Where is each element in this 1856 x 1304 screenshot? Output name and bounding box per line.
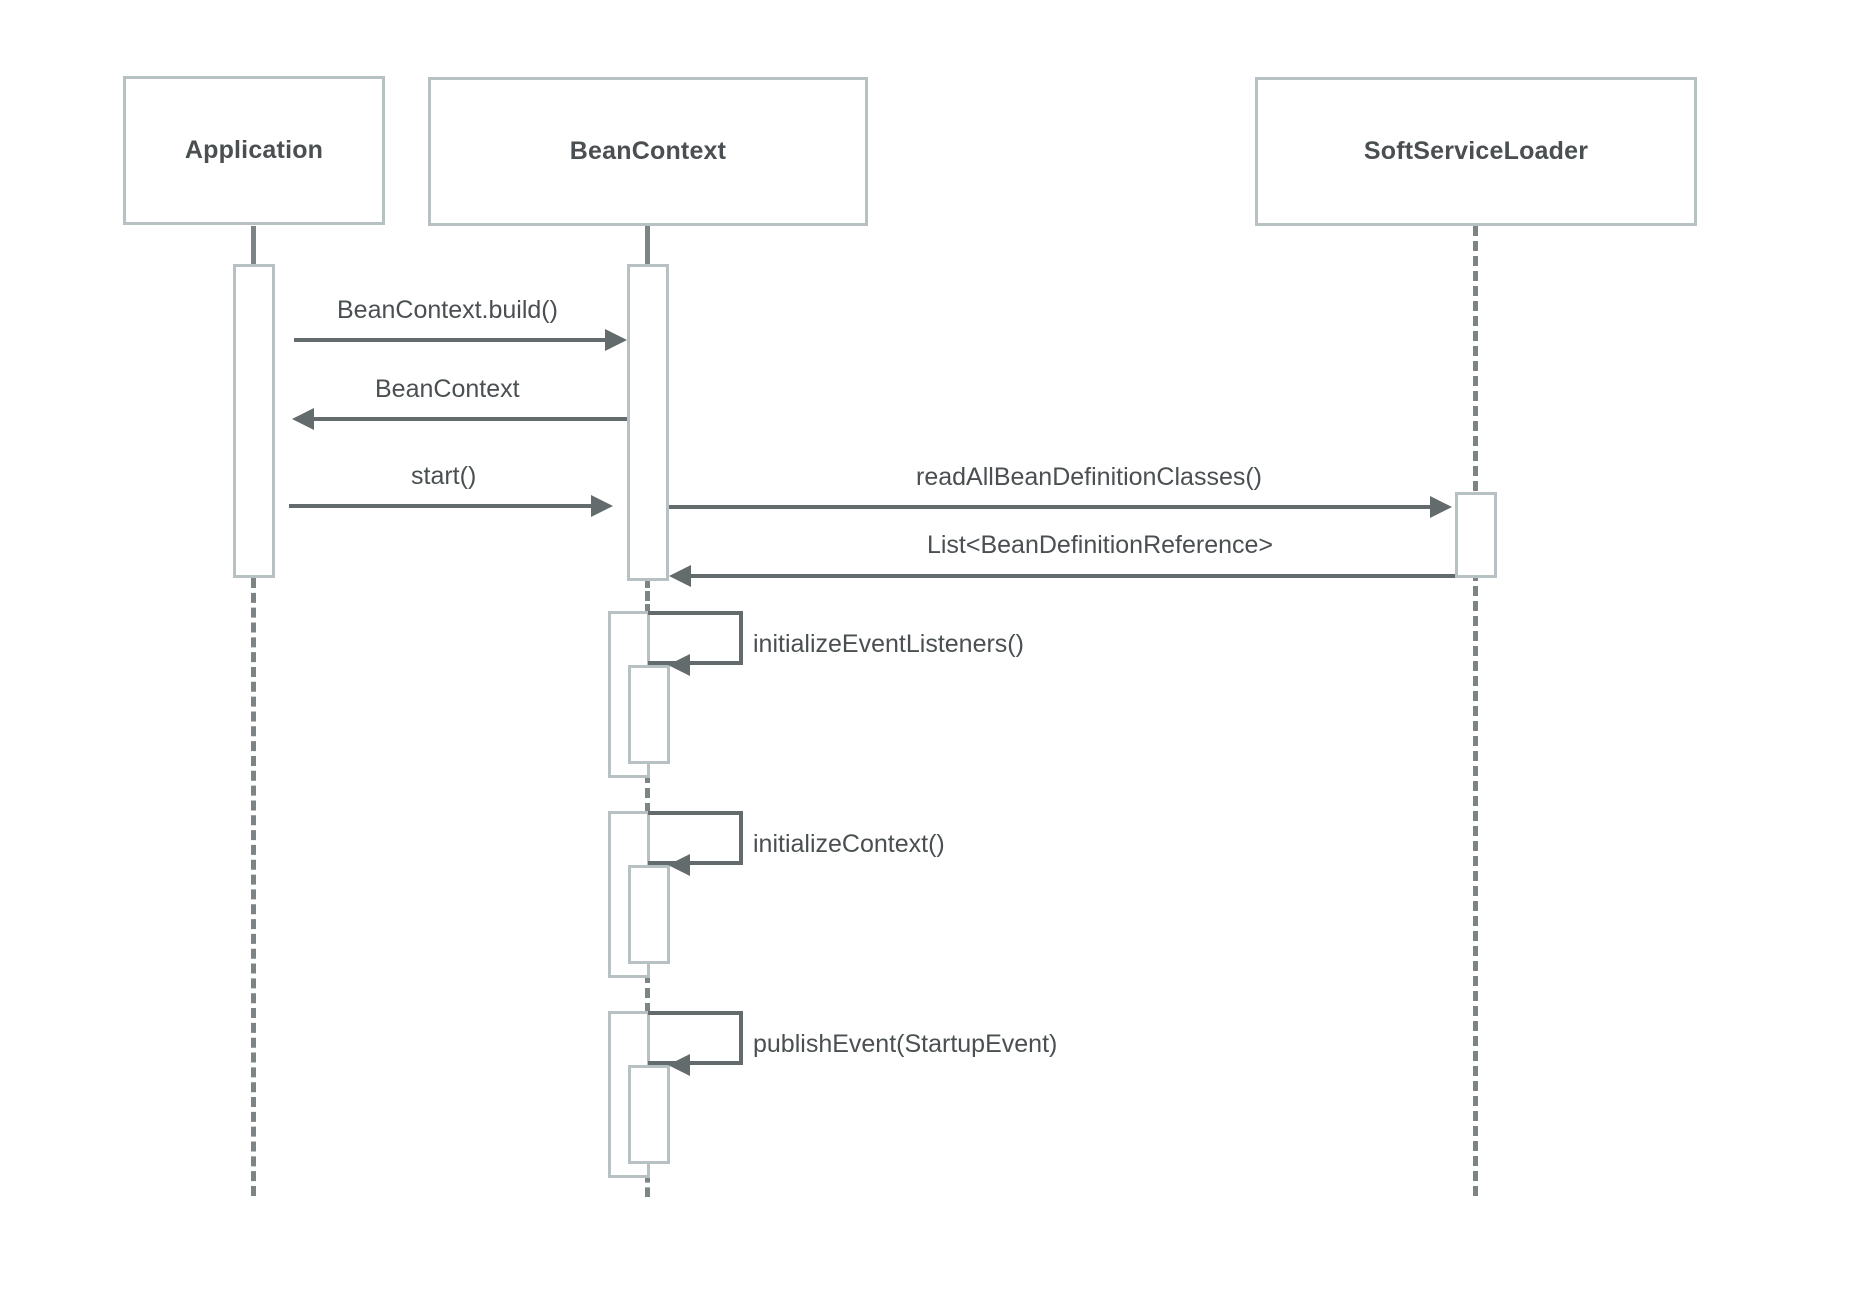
lifeline-beancontext-head [645,226,650,264]
self-message-arrowhead-publish-event [668,1054,690,1076]
self-message-label-publish-event: publishEvent(StartupEvent) [753,1030,1058,1058]
self-message-loop-publish-event [648,1011,743,1065]
lifeline-beancontext-mid2 [645,773,650,813]
message-line-list-bean-definition-reference [689,574,1455,578]
participant-label-application: Application [184,136,324,164]
self-message-loop-initialize-context [648,811,743,865]
message-arrowhead-beancontext-build [605,329,627,351]
activation-bar-beancontext-self-2-inner [628,865,670,964]
message-label-read-all-bean-definition-classes: readAllBeanDefinitionClasses() [916,463,1262,491]
message-arrowhead-read-all-bean-definition-classes [1430,496,1452,518]
lifeline-beancontext-mid3 [645,973,650,1013]
lifeline-beancontext-mid1 [645,578,650,614]
lifeline-beancontext-tail [645,1173,650,1197]
participant-label-beancontext: BeanContext [569,137,727,165]
activation-bar-beancontext-main [627,264,669,581]
activation-bar-application [233,264,275,578]
message-arrowhead-list-bean-definition-reference [669,565,691,587]
activation-bar-softserviceloader [1455,492,1497,578]
self-message-loop-initialize-event-listeners [648,611,743,665]
self-message-arrowhead-initialize-context [668,854,690,876]
message-label-beancontext-build: BeanContext.build() [337,296,558,324]
participant-application[interactable]: Application [123,76,385,225]
self-message-arrowhead-initialize-event-listeners [668,654,690,676]
lifeline-softserviceloader [1473,226,1478,1196]
message-line-beancontext-build [294,338,614,342]
lifeline-application-head [251,226,256,264]
message-line-beancontext-return [312,417,627,421]
message-label-start: start() [411,462,477,490]
self-message-label-initialize-context: initializeContext() [753,830,945,858]
lifeline-application [251,578,256,1196]
message-label-beancontext-return: BeanContext [375,375,520,403]
activation-bar-beancontext-self-1-inner [628,665,670,764]
self-message-label-initialize-event-listeners: initializeEventListeners() [753,630,1024,658]
message-arrowhead-beancontext-return [292,408,314,430]
message-line-read-all-bean-definition-classes [669,505,1434,509]
message-label-list-bean-definition-reference: List<BeanDefinitionReference> [926,531,1274,559]
participant-label-softserviceloader: SoftServiceLoader [1363,137,1589,165]
participant-softserviceloader[interactable]: SoftServiceLoader [1255,77,1697,226]
message-line-start [289,504,597,508]
message-arrowhead-start [591,495,613,517]
participant-beancontext[interactable]: BeanContext [428,77,868,226]
activation-bar-beancontext-self-3-inner [628,1065,670,1164]
